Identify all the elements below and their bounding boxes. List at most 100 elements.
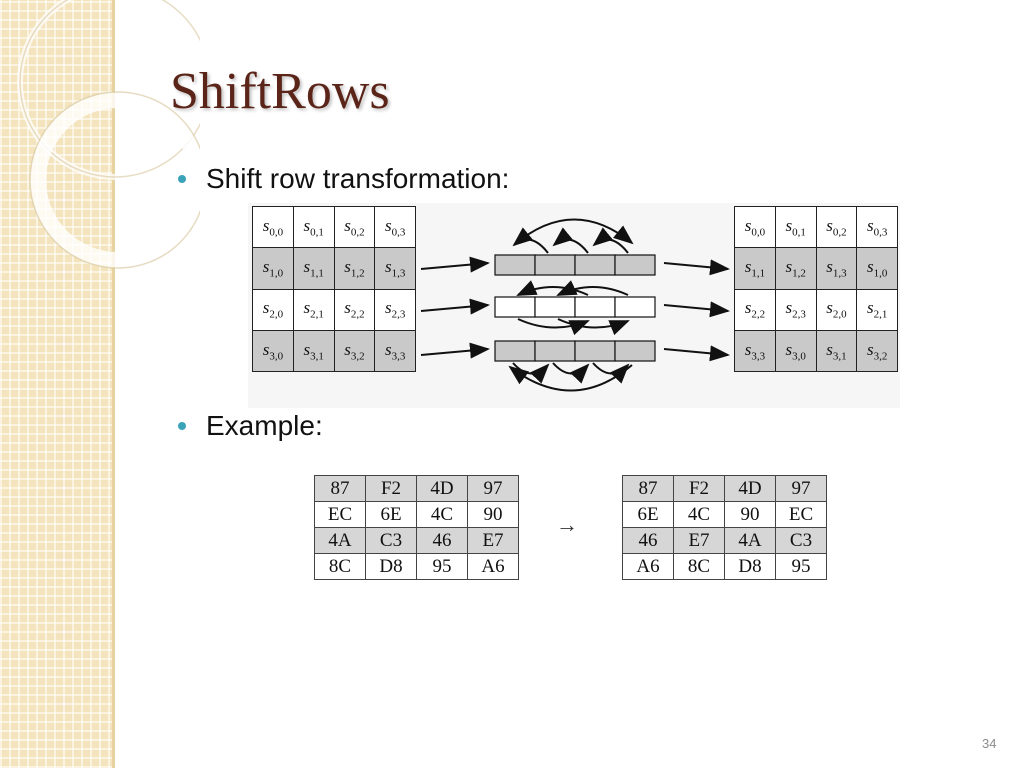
table-cell: 87 — [314, 475, 366, 502]
state-cell: s3,0 — [775, 330, 816, 371]
table-cell: 97 — [467, 475, 519, 502]
register-cell — [614, 254, 656, 276]
bullet-text: Example: — [206, 410, 323, 441]
state-cell: s3,1 — [816, 330, 857, 371]
rotation-arrow — [552, 227, 589, 254]
side-band-edge — [112, 0, 115, 768]
state-cell: s1,1 — [735, 248, 775, 289]
state-cell: s3,2 — [857, 330, 897, 371]
rotation-arrow — [592, 362, 630, 384]
table-cell: 90 — [467, 501, 519, 528]
input-to-register-arrow — [420, 256, 490, 273]
rotation-arrow — [508, 364, 633, 392]
state-cell: s0,0 — [735, 207, 775, 248]
register-cell — [614, 296, 656, 318]
table-cell: EC — [314, 501, 366, 528]
slide-title: ShiftRows — [170, 63, 390, 120]
rotation-arrow — [556, 280, 629, 296]
state-cell: s0,2 — [334, 207, 375, 248]
table-cell: 8C — [314, 553, 366, 580]
table-cell: 46 — [622, 527, 674, 554]
rotation-arrow — [592, 227, 629, 254]
table-cell: F2 — [673, 475, 725, 502]
table-cell: 95 — [775, 553, 827, 580]
bullet-text: Shift row transformation: — [206, 163, 510, 194]
table-cell: D8 — [365, 553, 417, 580]
register-cell — [574, 340, 616, 362]
shift-arrows — [420, 218, 730, 392]
table-cell: 4A — [314, 527, 366, 554]
example-arrow: → — [556, 512, 578, 537]
state-cell: s2,1 — [293, 289, 334, 330]
state-cell: s2,3 — [375, 289, 415, 330]
state-cell: s2,0 — [253, 289, 293, 330]
rotation-arrow — [516, 280, 589, 296]
table-cell: 6E — [365, 501, 417, 528]
state-cell: s0,1 — [775, 207, 816, 248]
table-cell: 8C — [673, 553, 725, 580]
state-cell: s3,3 — [375, 330, 415, 371]
bullet-shift-row: Shift row transformation: — [178, 163, 509, 195]
register-cell — [574, 254, 616, 276]
state-cell: s2,2 — [334, 289, 375, 330]
bullet-example: Example: — [178, 410, 323, 442]
state-cell: s3,1 — [293, 330, 334, 371]
register-cell — [494, 254, 536, 276]
rotation-arrow — [513, 218, 634, 246]
register-cell — [494, 296, 536, 318]
state-cell: s1,0 — [857, 248, 897, 289]
state-cell: s2,0 — [816, 289, 857, 330]
table-cell: A6 — [622, 553, 674, 580]
state-cell: s0,1 — [293, 207, 334, 248]
table-cell: F2 — [365, 475, 417, 502]
state-cell: s1,0 — [253, 248, 293, 289]
table-cell: C3 — [775, 527, 827, 554]
table-cell: 90 — [724, 501, 776, 528]
table-cell: 4C — [673, 501, 725, 528]
rotation-arrow — [552, 362, 590, 384]
state-cell: s2,3 — [775, 289, 816, 330]
register-cell — [534, 340, 576, 362]
rotation-arrow — [517, 318, 590, 336]
state-cell: s1,2 — [775, 248, 816, 289]
table-cell: 4D — [724, 475, 776, 502]
table-cell: 87 — [622, 475, 674, 502]
state-cell: s2,1 — [857, 289, 897, 330]
register-to-output-arrow — [663, 345, 730, 362]
table-cell: A6 — [467, 553, 519, 580]
register-cell — [494, 340, 536, 362]
state-cell: s3,0 — [253, 330, 293, 371]
decorative-circles — [17, 0, 200, 269]
table-cell: 4A — [724, 527, 776, 554]
table-cell: 6E — [622, 501, 674, 528]
table-cell: 4D — [416, 475, 468, 502]
register-to-output-arrow — [663, 259, 730, 276]
table-cell: 97 — [775, 475, 827, 502]
state-cell: s2,2 — [735, 289, 775, 330]
state-cell: s1,2 — [334, 248, 375, 289]
state-cell: s1,1 — [293, 248, 334, 289]
state-cell: s0,3 — [375, 207, 415, 248]
table-cell: EC — [775, 501, 827, 528]
state-cell: s3,2 — [334, 330, 375, 371]
state-cell: s0,3 — [857, 207, 897, 248]
bullet-dot-icon — [178, 422, 186, 430]
table-cell: D8 — [724, 553, 776, 580]
register-to-output-arrow — [663, 301, 730, 318]
state-cell: s0,0 — [253, 207, 293, 248]
table-cell: 95 — [416, 553, 468, 580]
page-number: 34 — [982, 736, 997, 751]
rotation-arrow — [557, 318, 630, 336]
